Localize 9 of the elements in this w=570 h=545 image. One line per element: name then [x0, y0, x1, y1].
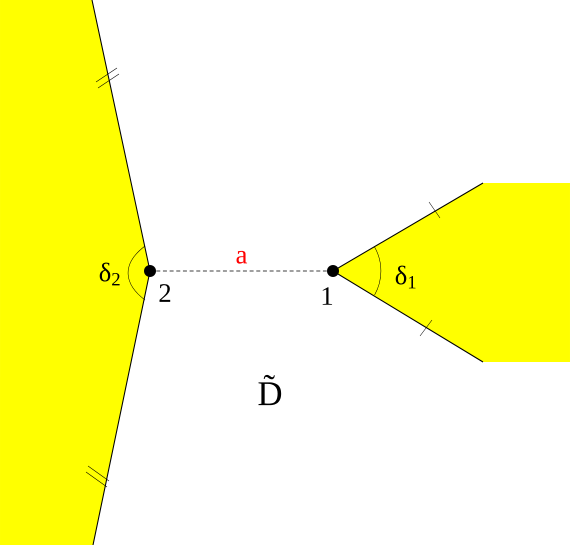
angle-label: δ$_{2}$	[100, 262, 120, 286]
region-label: D̃	[258, 374, 282, 406]
point-label: 2	[160, 284, 170, 302]
point-dot	[144, 265, 156, 277]
point-dot	[327, 265, 339, 277]
point-label: 1	[322, 287, 332, 305]
dashed-line	[156, 270, 328, 272]
angle-label: δ$_{1}$	[396, 266, 416, 288]
edge-label: a	[236, 250, 248, 264]
